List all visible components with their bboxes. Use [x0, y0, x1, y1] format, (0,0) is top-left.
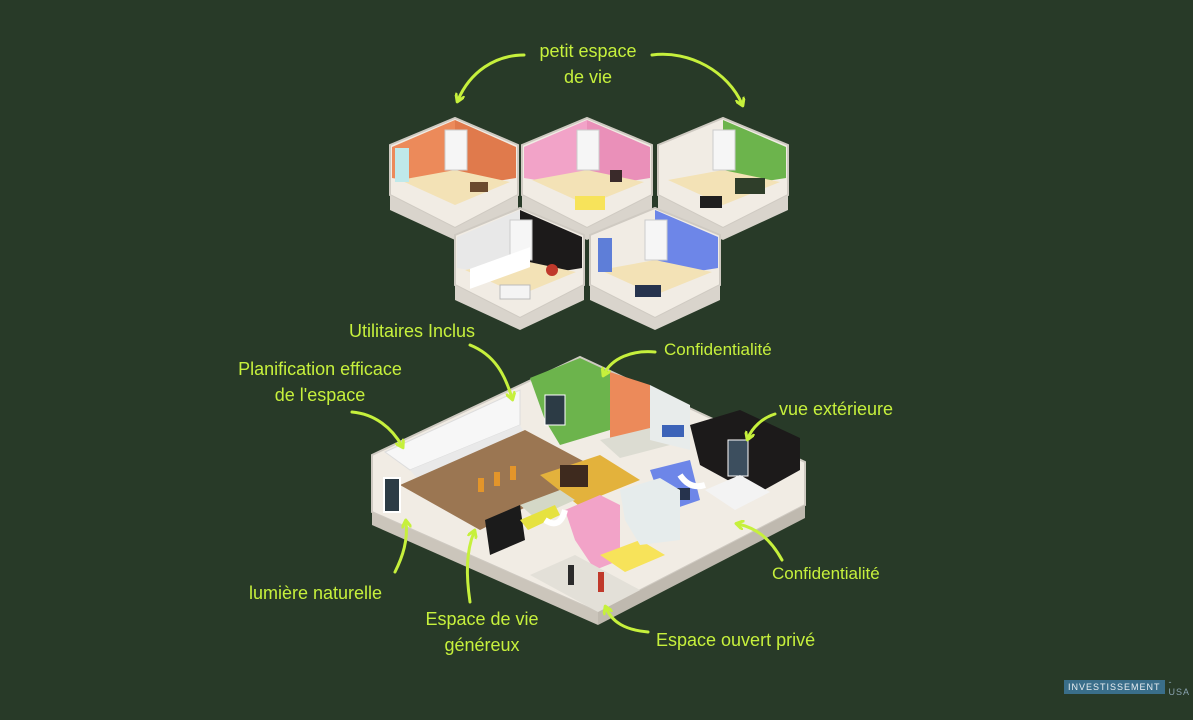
label-espace-de-vie: Espace de vie généreux [414, 606, 550, 658]
arrow-planification [350, 410, 402, 446]
arrow-confidentialite-top [604, 350, 657, 374]
arrow-espace-de-vie [465, 532, 474, 604]
brand-logo: INVESTISSEMENT - USA [1064, 677, 1193, 697]
brand-suffix: - USA [1168, 677, 1191, 697]
arrow-vue-exterieure [748, 412, 777, 438]
arrow-petit-espace-right [650, 52, 742, 104]
label-vue-exterieure: vue extérieure [779, 399, 894, 419]
arrow-utilitaires [468, 343, 512, 398]
label-planification-line1: Planification efficace [238, 359, 402, 379]
label-espace-ouvert: Espace ouvert privé [656, 630, 816, 650]
label-espace-de-vie-line1: Espace de vie [425, 609, 539, 629]
annotation-arrows [350, 52, 784, 634]
label-lumiere: lumière naturelle [249, 583, 383, 603]
label-confidentialite-top: Confidentialité [664, 340, 772, 359]
apartment-illustration [371, 247, 806, 625]
label-planification-line2: de l'espace [274, 385, 366, 405]
label-confidentialite-bottom: Confidentialité [772, 564, 880, 583]
arrow-petit-espace-left [458, 53, 526, 100]
studio-module-blue [589, 206, 721, 330]
label-petit-espace: petit espace de vie [530, 38, 646, 90]
arrow-espace-ouvert [606, 608, 650, 634]
arrow-confidentialite-bottom [738, 524, 784, 562]
studio-module-pink [521, 116, 653, 240]
label-espace-de-vie-line2: généreux [444, 635, 520, 655]
arrow-lumiere [393, 522, 406, 574]
studio-module-orange [389, 116, 519, 240]
label-petit-espace-line1: petit espace [539, 41, 637, 61]
studio-module-green [657, 116, 789, 240]
label-petit-espace-line2: de vie [563, 67, 613, 87]
label-planification: Planification efficace de l'espace [226, 356, 414, 408]
brand-name: INVESTISSEMENT [1064, 680, 1165, 694]
label-utilitaires: Utilitaires Inclus [349, 321, 476, 341]
